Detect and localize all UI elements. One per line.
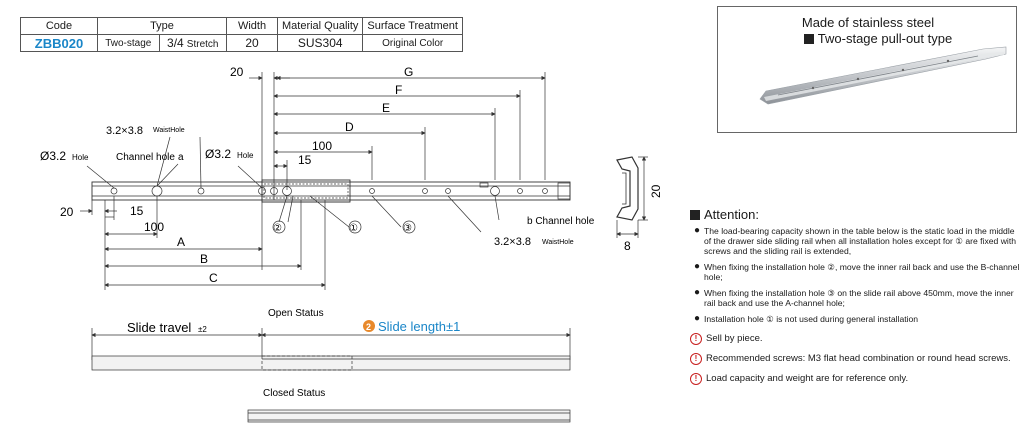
cell-surface: Original Color bbox=[362, 34, 463, 52]
header-surface: Surface Treatment bbox=[362, 17, 463, 35]
callout-waist-left: 3.2×3.8 bbox=[106, 125, 143, 137]
warning-item: ! Sell by piece. bbox=[690, 333, 1020, 345]
open-status-label: Open Status bbox=[268, 308, 324, 319]
square-bullet-icon bbox=[803, 34, 814, 44]
attention-item: ●Installation hole ① is not used during … bbox=[690, 313, 1020, 325]
dim-E: E bbox=[382, 101, 390, 115]
header-type: Type bbox=[97, 17, 227, 35]
dim-20-left: 20 bbox=[60, 205, 74, 219]
closed-status-label: Closed Status bbox=[263, 388, 325, 399]
dim-G: G bbox=[404, 65, 413, 79]
dim-side-8: 8 bbox=[624, 239, 631, 253]
cell-type-b: 3/4 Stretch bbox=[158, 34, 228, 52]
callout-waist-right: 3.2×3.8 bbox=[494, 236, 531, 248]
attention-item-text: When fixing the installation hole ②, mov… bbox=[704, 262, 1020, 282]
attention-item: ●When fixing the installation hole ③ on … bbox=[690, 287, 1020, 309]
dim-A: A bbox=[177, 235, 185, 249]
attention-item: ●When fixing the installation hole ②, mo… bbox=[690, 261, 1020, 283]
dim-15-left: 15 bbox=[130, 204, 144, 218]
dim-100-top: 100 bbox=[312, 139, 332, 153]
warning-text: Load capacity and weight are for referen… bbox=[706, 373, 909, 384]
attention-item-text: The load-bearing capacity shown in the t… bbox=[704, 226, 1016, 256]
bullet-icon: ● bbox=[694, 261, 701, 272]
header-width: Width bbox=[226, 17, 278, 35]
warning-icon: ! bbox=[690, 353, 702, 365]
slide-travel-tolerance: ±2 bbox=[198, 325, 207, 334]
warning-text: Recommended screws: M3 flat head combina… bbox=[706, 353, 1011, 364]
bullet-icon: ● bbox=[694, 313, 701, 324]
dim-D: D bbox=[345, 120, 354, 134]
spec-table-header: Code Type Width Material Quality Surface… bbox=[20, 17, 463, 35]
spec-table-row: ZBB020 Two-stage 3/4 Stretch 20 SUS304 O… bbox=[20, 34, 463, 52]
attention-panel: Attention: ●The load-bearing capacity sh… bbox=[690, 207, 1020, 385]
callout-circle-2: ② bbox=[273, 223, 282, 234]
cell-type-fraction: 3/4 bbox=[167, 36, 184, 50]
spec-table: Code Type Width Material Quality Surface… bbox=[20, 17, 463, 52]
callout-hole-32-left: Ø3.2 bbox=[40, 149, 66, 163]
bullet-icon: ● bbox=[694, 225, 701, 236]
cell-material: SUS304 bbox=[276, 34, 364, 52]
attention-title-text: Attention: bbox=[704, 207, 759, 222]
slide-rail-photo bbox=[759, 46, 1007, 105]
callout-circle-1: ① bbox=[349, 223, 358, 234]
slide-length-label: Slide length±1 bbox=[378, 319, 460, 334]
dim-C: C bbox=[209, 271, 218, 285]
callout-channel-hole-a-letter: a bbox=[178, 152, 184, 163]
square-bullet-icon bbox=[690, 210, 700, 220]
slide-length-badge-icon bbox=[363, 320, 375, 332]
callout-waist-word-left: WaistHole bbox=[153, 127, 185, 134]
bullet-icon: ● bbox=[694, 287, 701, 298]
callout-channel-hole-a: Channel hole bbox=[116, 152, 175, 163]
dim-side-20: 20 bbox=[649, 184, 663, 198]
cell-type-stretch: Stretch bbox=[186, 39, 219, 50]
warning-icon: ! bbox=[690, 373, 702, 385]
dim-15-top: 15 bbox=[298, 153, 312, 167]
attention-item: ●The load-bearing capacity shown in the … bbox=[690, 225, 1020, 257]
slide-length-badge-number: 2 bbox=[366, 322, 371, 332]
warning-text: Sell by piece. bbox=[706, 333, 763, 344]
slide-travel-label: Slide travel bbox=[127, 320, 191, 335]
attention-item-text: Installation hole ① is not used during g… bbox=[704, 314, 919, 324]
product-subtitle-text: Two-stage pull-out type bbox=[817, 31, 953, 46]
technical-drawing: 20 G F E D 100 15 20 15 100 A B C 20 8 Ø… bbox=[40, 65, 663, 423]
attention-title: Attention: bbox=[690, 207, 1020, 222]
cell-type-a: Two-stage bbox=[97, 34, 160, 52]
cell-code: ZBB020 bbox=[20, 34, 98, 52]
product-subtitle: Two-stage pull-out type bbox=[728, 31, 1024, 46]
callout-circle-3: ③ bbox=[403, 223, 412, 234]
dim-100-left: 100 bbox=[144, 220, 164, 234]
dim-B: B bbox=[200, 252, 208, 266]
attention-item-text: When fixing the installation hole ③ on t… bbox=[704, 288, 1014, 308]
callout-waist-word-right: WaistHole bbox=[542, 239, 574, 246]
callout-channel-hole-b: b Channel hole bbox=[527, 216, 595, 227]
header-code: Code bbox=[20, 17, 98, 35]
dim-F: F bbox=[395, 83, 402, 97]
dim-top-20: 20 bbox=[230, 65, 244, 79]
warning-item: ! Recommended screws: M3 flat head combin… bbox=[690, 353, 1020, 365]
warning-icon: ! bbox=[690, 333, 702, 345]
callout-hole-word-mid: Hole bbox=[237, 151, 254, 160]
product-title: Made of stainless steel bbox=[801, 15, 935, 30]
callout-hole-word-left: Hole bbox=[72, 153, 89, 162]
callout-hole-32-mid: Ø3.2 bbox=[205, 147, 231, 161]
product-photo-box: Made of stainless steel Two-stage pull-o… bbox=[717, 6, 1017, 133]
warning-item: ! Load capacity and weight are for refere… bbox=[690, 373, 1020, 385]
cell-width: 20 bbox=[226, 34, 278, 52]
